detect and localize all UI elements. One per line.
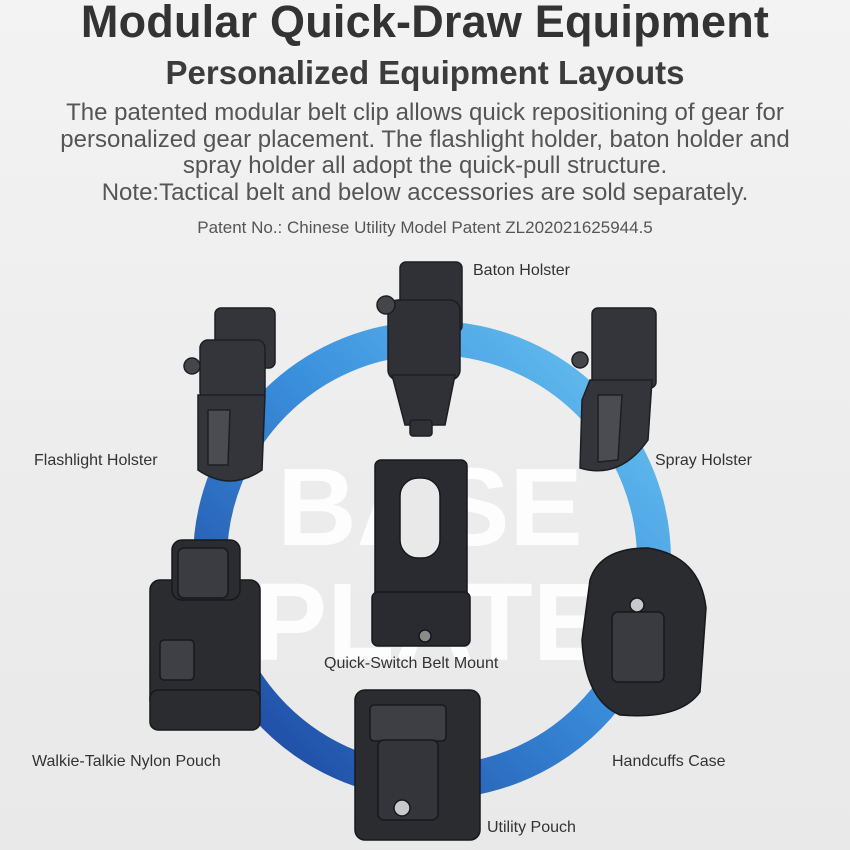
description-line: The patented modular belt clip allows qu… bbox=[66, 99, 784, 126]
label-handcuffs-case: Handcuffs Case bbox=[612, 753, 726, 770]
patent-note: Patent No.: Chinese Utility Model Patent… bbox=[197, 218, 653, 237]
description-line: spray holder all adopt the quick-pull st… bbox=[182, 152, 668, 179]
belt-mount-image bbox=[371, 459, 471, 647]
baton-holster-image bbox=[376, 261, 463, 437]
label-baton-holster: Baton Holster bbox=[473, 262, 570, 279]
page-title: Modular Quick-Draw Equipment bbox=[80, 0, 770, 47]
label-flashlight-holster: Flashlight Holster bbox=[34, 452, 158, 469]
description-line: Note:Tactical belt and below accessories… bbox=[101, 178, 749, 206]
label-walkie-talkie-pouch: Walkie-Talkie Nylon Pouch bbox=[32, 753, 221, 770]
label-spray-holster: Spray Holster bbox=[655, 452, 752, 469]
description: The patented modular belt clip allows qu… bbox=[30, 99, 820, 206]
flashlight-holster-image bbox=[183, 307, 276, 482]
spray-holster-image bbox=[571, 307, 657, 472]
label-belt-mount: Quick-Switch Belt Mount bbox=[324, 655, 499, 672]
utility-pouch-image bbox=[354, 689, 481, 841]
page-subtitle: Personalized Equipment Layouts bbox=[165, 54, 685, 91]
description-line: personalized gear placement. The flashli… bbox=[60, 125, 790, 153]
handcuffs-case-image bbox=[581, 547, 707, 717]
label-utility-pouch: Utility Pouch bbox=[487, 819, 576, 836]
walkie-pouch-image bbox=[149, 539, 261, 731]
